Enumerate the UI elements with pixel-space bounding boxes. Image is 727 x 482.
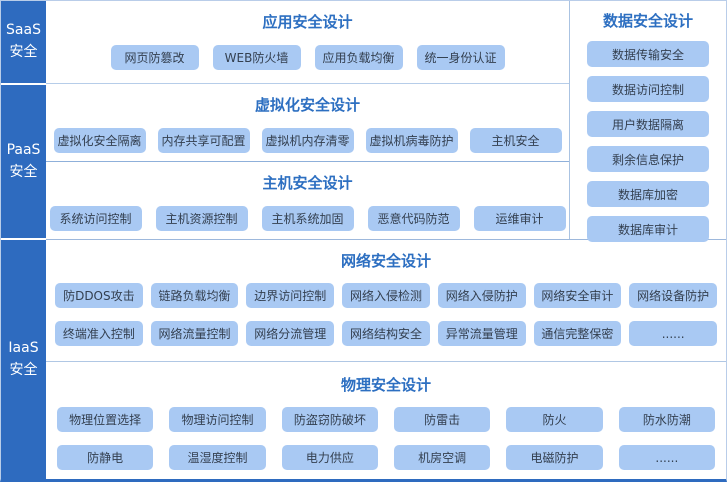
layer-label-iaas: IaaS 安全: [1, 240, 46, 479]
layer-label-paas: PaaS 安全: [1, 85, 46, 238]
security-item-chip: 数据库加密: [587, 181, 709, 207]
data-items: 数据传输安全数据访问控制用户数据隔离剩余信息保护数据库加密数据库审计: [587, 41, 709, 242]
security-item-chip: 应用负载均衡: [314, 45, 403, 70]
security-item-chip: 异常流量管理: [437, 321, 526, 346]
security-item-chip: 防水防潮: [618, 407, 715, 432]
physical-items: 物理位置选择物理访问控制防盗窃防破坏防雷击防火防水防潮防静电温湿度控制电力供应机…: [46, 407, 726, 470]
security-item-chip: 用户数据隔离: [587, 111, 709, 137]
security-item-chip: 数据访问控制: [587, 76, 709, 102]
security-item-chip: 主机安全: [469, 128, 562, 153]
security-item-chip: 网络入侵检测: [342, 283, 430, 308]
virtualization-items: 虚拟化安全隔离内存共享可配置虚拟机内存清零虚拟机病毒防护主机安全: [46, 128, 569, 153]
security-item-chip: 终端准入控制: [55, 321, 143, 346]
section-physical-security: 物理安全设计 物理位置选择物理访问控制防盗窃防破坏防雷击防火防水防潮防静电温湿度…: [46, 362, 726, 479]
security-item-chip: 防火: [506, 407, 603, 432]
security-item-chip: 统一身份认证: [416, 45, 505, 70]
application-items: 网页防篡改 WEB防火墙应用负载均衡统一身份认证: [46, 45, 569, 70]
section-data-security: 数据安全设计 数据传输安全数据访问控制用户数据隔离剩余信息保护数据库加密数据库审…: [569, 1, 726, 242]
security-item-chip: 防静电: [57, 445, 154, 470]
left-sections: 应用安全设计 网页防篡改 WEB防火墙应用负载均衡统一身份认证 虚拟化安全设计 虚…: [46, 1, 569, 239]
section-title-application: 应用安全设计: [262, 13, 353, 31]
security-item-chip: 虚拟化安全隔离: [53, 128, 146, 153]
security-item-chip: 主机系统加固: [261, 206, 354, 231]
security-item-chip: 剩余信息保护: [587, 146, 709, 172]
security-item-chip: ......: [629, 321, 717, 346]
security-item-chip: 电磁防护: [506, 445, 603, 470]
host-items: 系统访问控制主机资源控制主机系统加固恶意代码防范运维审计: [46, 206, 569, 231]
security-item-chip: 运维审计: [473, 206, 566, 231]
security-item-chip: 虚拟机病毒防护: [365, 128, 458, 153]
section-host-security: 主机安全设计 系统访问控制主机资源控制主机系统加固恶意代码防范运维审计: [46, 162, 569, 239]
section-title-virtualization: 虚拟化安全设计: [254, 96, 360, 114]
security-item-chip: 数据传输安全: [587, 41, 709, 67]
security-item-chip: 虚拟机内存清零: [261, 128, 354, 153]
section-network-security: 网络安全设计 防DDOS攻击链路负载均衡边界访问控制网络入侵检测网络入侵防护网络…: [46, 240, 726, 362]
security-item-chip: 网络安全审计: [533, 283, 622, 308]
security-item-chip: 防雷击: [394, 407, 491, 432]
security-item-chip: 数据库审计: [587, 216, 709, 242]
security-item-chip: 网络设备防护: [629, 283, 717, 308]
security-item-chip: 防DDOS攻击: [55, 283, 143, 308]
security-item-chip: 边界访问控制: [246, 283, 335, 308]
security-item-chip: 网络入侵防护: [437, 283, 526, 308]
security-item-chip: 物理位置选择: [57, 407, 154, 432]
section-title-data: 数据安全设计: [602, 12, 693, 30]
security-item-chip: 物理访问控制: [169, 407, 266, 432]
security-item-chip: 链路负载均衡: [150, 283, 239, 308]
network-items: 防DDOS攻击链路负载均衡边界访问控制网络入侵检测网络入侵防护网络安全审计网络设…: [46, 283, 726, 346]
security-item-chip: WEB防火墙: [212, 45, 301, 70]
security-item-chip: 内存共享可配置: [157, 128, 250, 153]
security-item-chip: 恶意代码防范: [367, 206, 460, 231]
security-item-chip: 系统访问控制: [49, 206, 142, 231]
layer-label-saas: SaaS 安全: [1, 1, 46, 83]
security-item-chip: 通信完整保密: [533, 321, 622, 346]
security-item-chip: 网络结构安全: [342, 321, 430, 346]
section-title-physical: 物理安全设计: [340, 376, 431, 394]
security-item-chip: 温湿度控制: [169, 445, 266, 470]
security-item-chip: 机房空调: [394, 445, 491, 470]
security-item-chip: ......: [618, 445, 715, 470]
security-item-chip: 网络流量控制: [150, 321, 239, 346]
top-region: 应用安全设计 网页防篡改 WEB防火墙应用负载均衡统一身份认证 虚拟化安全设计 虚…: [46, 1, 726, 242]
main-area: 应用安全设计 网页防篡改 WEB防火墙应用负载均衡统一身份认证 虚拟化安全设计 虚…: [46, 1, 726, 479]
security-item-chip: 主机资源控制: [155, 206, 248, 231]
section-title-host: 主机安全设计: [262, 174, 353, 192]
security-item-chip: 电力供应: [281, 445, 378, 470]
section-application-security: 应用安全设计 网页防篡改 WEB防火墙应用负载均衡统一身份认证: [46, 1, 569, 84]
section-title-network: 网络安全设计: [340, 252, 431, 270]
security-item-chip: 网页防篡改: [110, 45, 199, 70]
section-virtualization-security: 虚拟化安全设计 虚拟化安全隔离内存共享可配置虚拟机内存清零虚拟机病毒防护主机安全: [46, 84, 569, 162]
layer-sidebar: SaaS 安全 PaaS 安全 IaaS 安全: [1, 1, 46, 479]
security-item-chip: 网络分流管理: [246, 321, 335, 346]
security-item-chip: 防盗窃防破坏: [281, 407, 378, 432]
